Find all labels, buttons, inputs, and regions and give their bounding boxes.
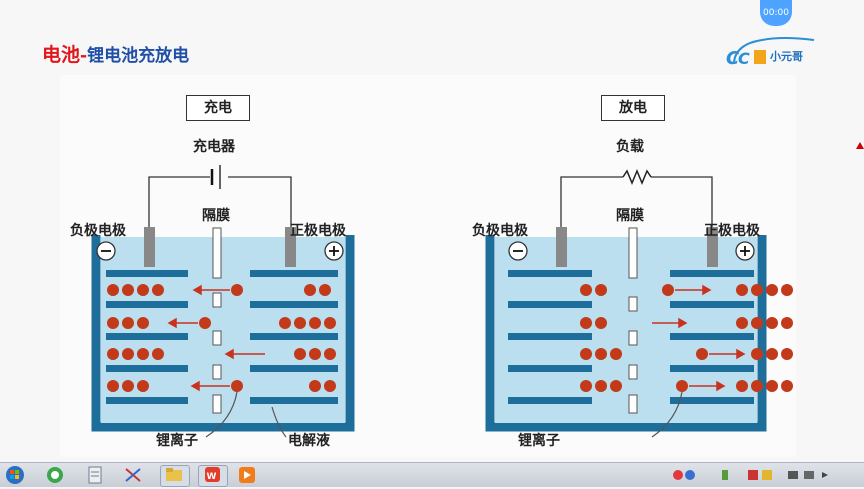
edge-marker-icon bbox=[856, 142, 864, 149]
load-label: 负载 bbox=[616, 139, 644, 155]
logo-icon: C C bbox=[726, 37, 815, 69]
positive-plates bbox=[670, 270, 754, 404]
negative-electrode-rod bbox=[556, 227, 567, 267]
load-resistor-icon bbox=[622, 169, 652, 185]
ion-flow-arrows bbox=[167, 284, 265, 392]
start-orb-icon[interactable] bbox=[4, 465, 32, 485]
wps-icon[interactable]: W bbox=[198, 465, 228, 487]
lithium-ions bbox=[107, 284, 336, 392]
lithium-ions bbox=[580, 284, 793, 392]
lithium-ion-label: 锂离子 bbox=[156, 433, 198, 449]
charge-cell bbox=[91, 165, 355, 438]
negative-electrode-label: 负极电极 bbox=[70, 223, 126, 239]
electrolyte bbox=[101, 237, 345, 423]
positive-electrode-label: 正极电极 bbox=[704, 223, 760, 239]
charger-label: 充电器 bbox=[193, 139, 235, 155]
separator-label: 隔膜 bbox=[202, 208, 230, 224]
document-icon[interactable] bbox=[84, 465, 112, 485]
logo-text: 小元哥 bbox=[770, 50, 803, 63]
browser-icon[interactable] bbox=[44, 465, 72, 485]
tray-icons[interactable] bbox=[672, 467, 852, 483]
separator bbox=[212, 227, 222, 414]
negative-plates bbox=[508, 270, 592, 404]
taskbar: W bbox=[0, 462, 864, 487]
battery-diagram-graphics bbox=[91, 165, 793, 438]
system-tray bbox=[672, 467, 852, 486]
electrolyte bbox=[495, 237, 757, 423]
negative-electrode-label: 负极电极 bbox=[472, 223, 528, 239]
svg-text:C: C bbox=[726, 48, 740, 69]
title-separator: - bbox=[80, 46, 88, 66]
positive-plates bbox=[250, 270, 338, 404]
negative-electrode-rod bbox=[144, 227, 155, 267]
brand-logo: C C 小元哥 bbox=[722, 32, 822, 74]
paint-icon[interactable] bbox=[122, 465, 150, 485]
battery-diagram: 充电 充电器 隔膜 负极电极 正极电极 锂离子 电解液 放电 负载 隔膜 负极电… bbox=[60, 75, 796, 457]
title-subtitle: 锂电池充放电 bbox=[87, 46, 190, 66]
player-icon[interactable] bbox=[236, 465, 264, 485]
title-main: 电池 bbox=[42, 44, 81, 66]
svg-text:W: W bbox=[207, 472, 217, 482]
ion-flow-arrows bbox=[652, 284, 746, 392]
discharge-title-box: 放电 bbox=[601, 95, 665, 121]
positive-electrode-rod bbox=[285, 227, 296, 267]
recording-timer[interactable]: 00:00 bbox=[760, 0, 792, 26]
positive-electrode-rod bbox=[707, 227, 718, 267]
negative-plates bbox=[106, 270, 188, 404]
slide: 电池-锂电池充放电 00:00 C C 小元哥 bbox=[42, 0, 864, 457]
electrolyte-label: 电解液 bbox=[288, 433, 330, 449]
charge-title-box: 充电 bbox=[186, 95, 250, 121]
discharge-cell bbox=[485, 169, 793, 438]
svg-text:C: C bbox=[738, 49, 750, 68]
separator-label: 隔膜 bbox=[616, 208, 644, 224]
folder-icon[interactable] bbox=[160, 465, 190, 487]
separator bbox=[628, 227, 638, 414]
lithium-ion-label: 锂离子 bbox=[518, 433, 560, 449]
slide-title: 电池-锂电池充放电 bbox=[42, 40, 189, 67]
positive-electrode-label: 正极电极 bbox=[290, 223, 346, 239]
